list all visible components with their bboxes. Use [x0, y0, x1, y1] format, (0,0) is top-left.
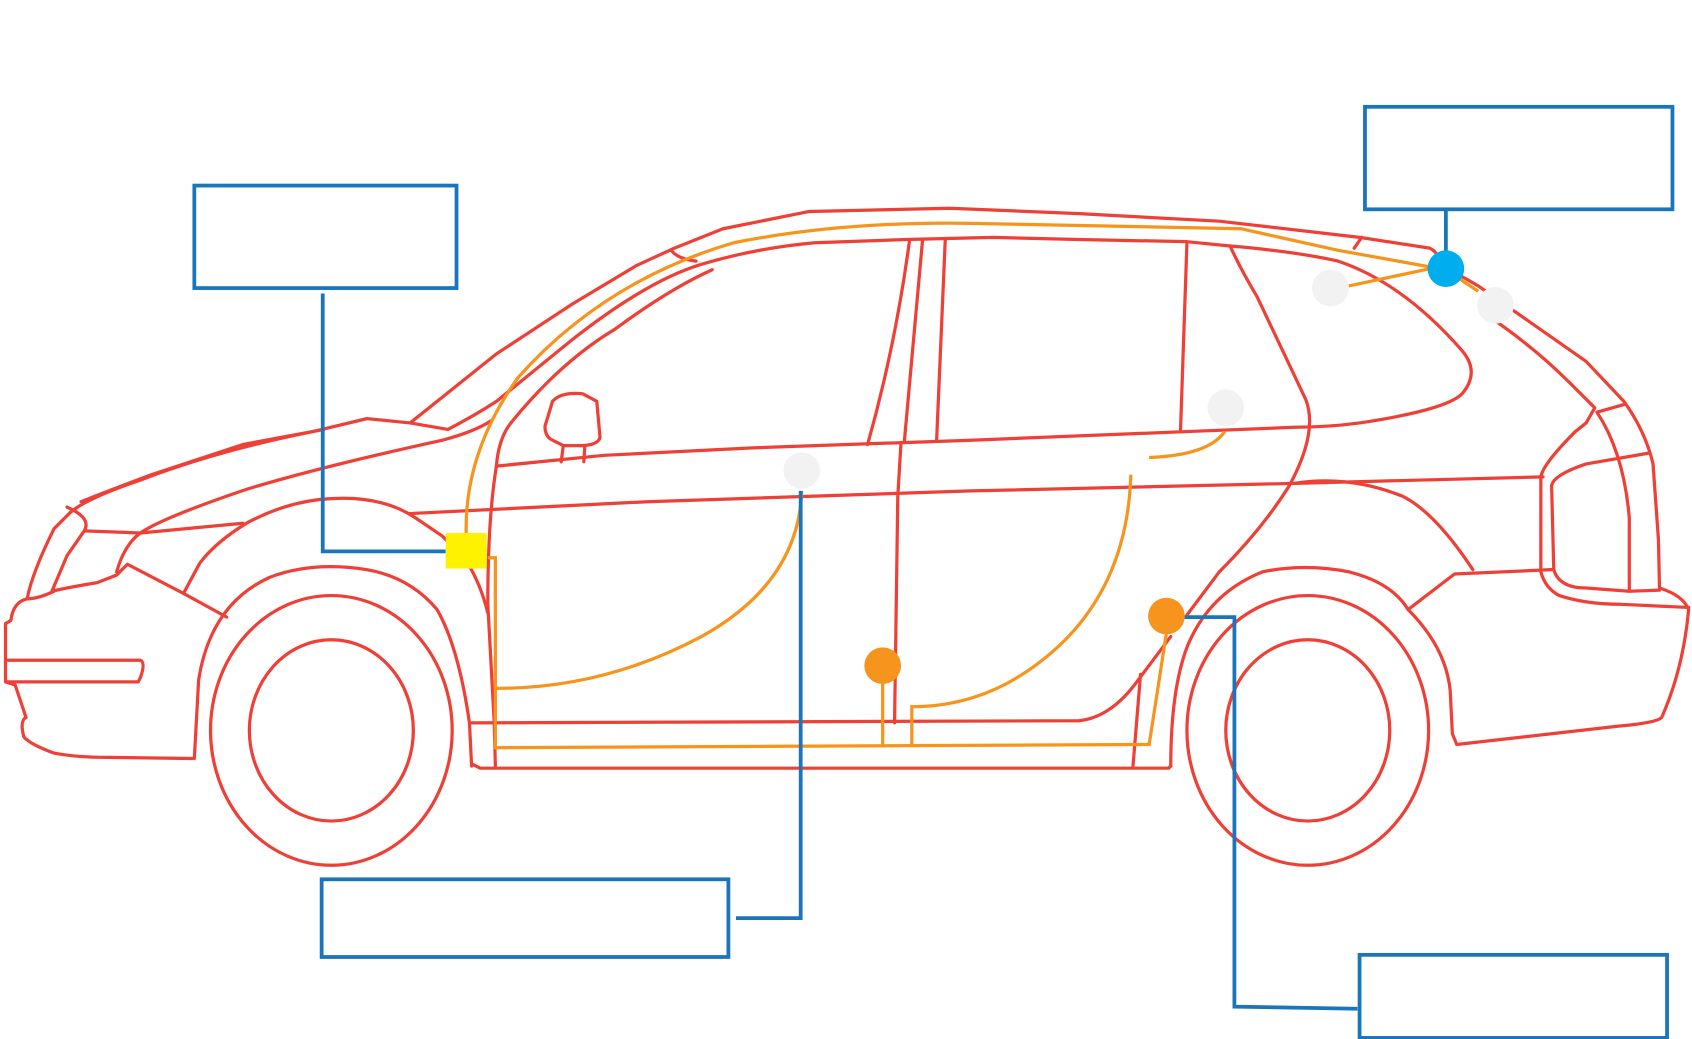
front-tire: [208, 593, 454, 867]
orange-node-icon: [864, 647, 902, 685]
label-box-front-module: [192, 183, 459, 290]
gray-node-icon: [783, 452, 821, 489]
b-pillar: [865, 237, 947, 725]
leader-rear-node: [1183, 615, 1358, 1011]
gray-node-icon: [1312, 269, 1349, 307]
belt-line: [408, 475, 1545, 516]
label-box-rear-node: [1357, 952, 1669, 1039]
rear-quarter: [1293, 311, 1691, 612]
roof-harness: [464, 221, 1480, 535]
rear-rim: [1224, 638, 1392, 823]
c-pillar: [1178, 241, 1312, 617]
label-box-door: [319, 877, 731, 959]
yellow-module-icon: [445, 532, 487, 569]
door-bottom: [469, 634, 1173, 770]
gray-node-icon: [1207, 389, 1245, 427]
leader-front-module: [320, 293, 446, 554]
rear-window-harness: [1149, 430, 1227, 460]
rear-wheel-arch: [1169, 565, 1410, 768]
roof-and-rear-outline: [408, 206, 1691, 747]
leader-door: [735, 490, 803, 921]
floor-harness: [487, 556, 1170, 750]
front-door-harness: [496, 490, 804, 690]
label-boxes: [192, 104, 1675, 1039]
leader-lines: [320, 208, 1448, 1011]
orange-node-icon: [1148, 597, 1185, 635]
side-mirror: [543, 391, 602, 464]
blue-node-icon: [1427, 250, 1465, 287]
gray-node-icon: [1477, 286, 1514, 324]
a-pillar: [494, 235, 1364, 468]
front-bumper: [3, 658, 145, 684]
nodes: [445, 250, 1514, 685]
car-outline: [3, 206, 1691, 867]
front-wheel-arch: [192, 565, 474, 768]
front-door-edge: [486, 464, 499, 768]
window-outline: [446, 235, 1473, 468]
rear-door-harness: [910, 474, 1133, 745]
rear-tire: [1185, 593, 1431, 867]
front-rim: [247, 638, 415, 823]
rear-harness-branch: [1348, 265, 1436, 288]
label-box-roof-node: [1363, 104, 1675, 212]
hood-crease: [79, 419, 493, 535]
